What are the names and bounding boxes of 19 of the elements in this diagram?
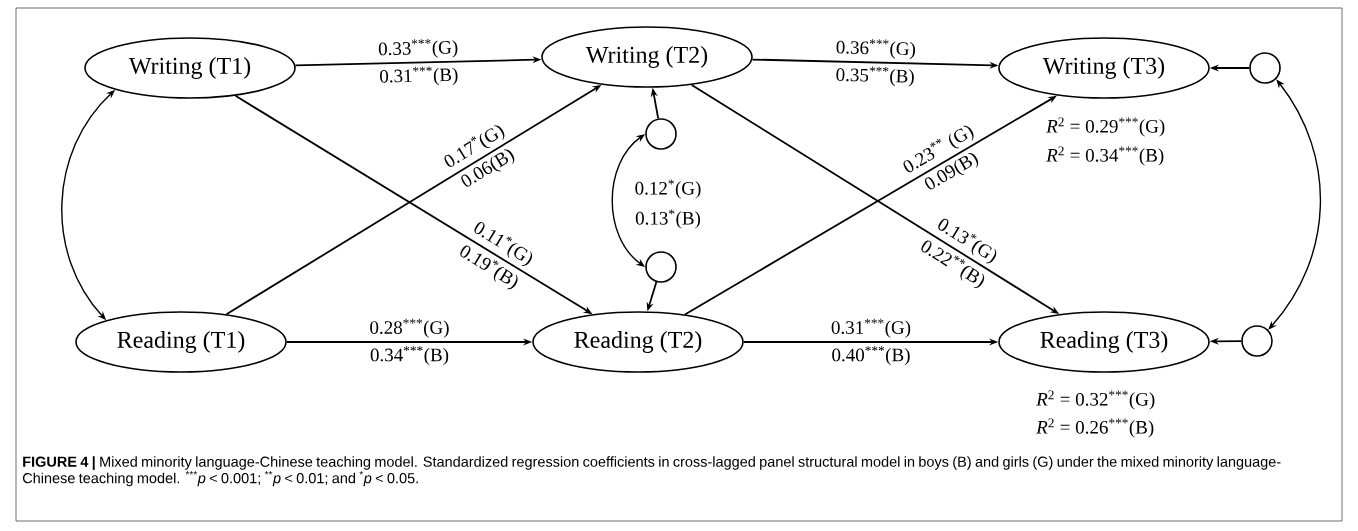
error-circle [645,118,677,150]
edge-label: 0.12$^{*}$(G) [635,179,701,199]
edge-label: 0.13$^{*}$(B) [635,209,701,229]
caption: FIGURE 4 | Mixed minority language-Chinese teaching model. Standardized regression coefficients in cross-lagged panel structural model in boys (B) and girls (G) under the mixed minority language-Chinese teaching model. $^{***}$p < 0.001; $^{**}$p < 0.01; and $^{*}$p < 0.05. [22,456,1281,487]
r-squared-label: R$^{2}$ = 0.26$^{***}$(B) [1036,418,1154,438]
edge-label: 0.34$^{***}$(B) [370,346,449,366]
edge-label: 0.31$^{***}$(G) [831,318,911,338]
edge-label: 0.40$^{***}$(B) [832,346,910,366]
edge-label: 0.28$^{***}$(G) [370,318,449,338]
edge-label: 0.31$^{***}$(B) [380,66,458,86]
r-squared-label: R$^{2}$ = 0.29$^{***}$(G) [1046,117,1165,137]
error-circle [1241,325,1273,357]
edge-label: 0.35$^{***}$(B) [836,66,914,87]
error-circle [1249,52,1281,84]
edge-label: 0.33$^{***}$(G) [378,39,458,58]
r-squared-label: R$^{2}$ = 0.32$^{***}$(G) [1036,390,1155,410]
error-circle [645,251,677,283]
r-squared-label: R$^{2}$ = 0.34$^{***}$(B) [1046,146,1164,166]
edge-label: 0.36$^{***}$(G) [836,39,915,60]
